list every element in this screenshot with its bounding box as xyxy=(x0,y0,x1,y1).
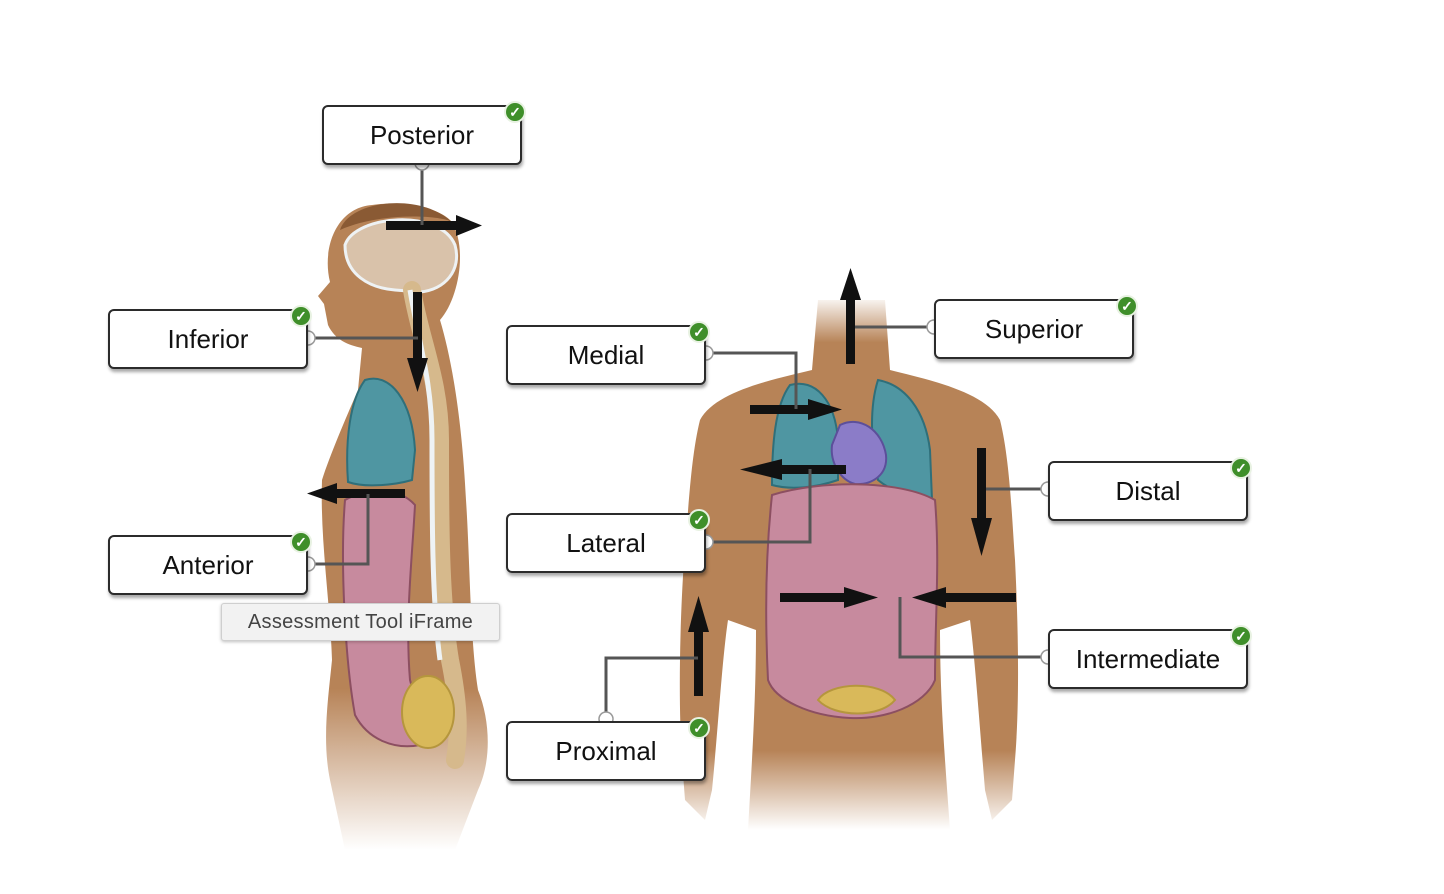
side-bladder xyxy=(401,675,455,749)
label-text: Proximal xyxy=(555,735,657,766)
posterior-arrow-shaft xyxy=(386,221,458,230)
intermediate-left-arrow-shaft xyxy=(780,593,846,602)
label-superior[interactable]: Superior ✓ xyxy=(934,295,1138,359)
check-icon: ✓ xyxy=(688,509,710,531)
check-icon: ✓ xyxy=(688,321,710,343)
lateral-arrowhead xyxy=(740,459,782,480)
proximal-leader xyxy=(604,656,698,719)
proximal-arrow-shaft xyxy=(694,630,703,696)
check-icon: ✓ xyxy=(290,531,312,553)
side-hair xyxy=(340,203,452,230)
spinal-column xyxy=(403,281,467,769)
intermediate-right-arrow-shaft xyxy=(944,593,1016,602)
distal-arrow-shaft xyxy=(977,448,986,520)
iframe-tooltip: Assessment Tool iFrame xyxy=(221,603,500,641)
side-lung xyxy=(346,377,417,487)
anterior-leader xyxy=(308,494,370,566)
label-text: Distal xyxy=(1115,475,1181,506)
check-icon: ✓ xyxy=(1230,457,1252,479)
label-proximal[interactable]: Proximal ✓ xyxy=(506,717,710,781)
intermediate-leader xyxy=(898,597,1048,659)
label-lateral[interactable]: Lateral ✓ xyxy=(506,509,710,573)
label-anterior[interactable]: Anterior ✓ xyxy=(108,531,312,595)
posterior-arrowhead xyxy=(456,215,482,236)
proximal-arrowhead xyxy=(688,596,709,632)
label-text: Posterior xyxy=(369,119,475,150)
check-icon: ✓ xyxy=(504,101,526,123)
front-bladder xyxy=(816,684,897,715)
intermediate-left-arrowhead xyxy=(844,587,878,608)
inferior-arrowhead xyxy=(407,358,428,392)
label-text: Anterior xyxy=(162,549,254,580)
label-inferior[interactable]: Inferior ✓ xyxy=(108,305,312,369)
label-posterior[interactable]: Posterior ✓ xyxy=(322,101,526,165)
medial-arrow-shaft xyxy=(750,405,810,414)
superior-arrowhead xyxy=(840,268,861,300)
label-text: Lateral xyxy=(566,527,646,558)
check-icon: ✓ xyxy=(1230,625,1252,647)
side-view-figure xyxy=(318,203,488,850)
inferior-arrow-shaft xyxy=(413,292,422,360)
label-intermediate[interactable]: Intermediate ✓ xyxy=(1048,625,1252,689)
label-text: Inferior xyxy=(167,323,249,354)
check-icon: ✓ xyxy=(688,717,710,739)
superior-arrow-shaft xyxy=(846,298,855,364)
medial-arrowhead xyxy=(808,399,842,420)
medial-leader xyxy=(706,351,798,409)
lateral-arrow-shaft xyxy=(780,465,846,474)
label-text: Superior xyxy=(984,313,1084,344)
direction-arrows xyxy=(307,215,1016,696)
lateral-leader xyxy=(706,469,812,544)
anterior-arrow-shaft xyxy=(335,489,405,498)
front-view-figure xyxy=(679,300,1019,830)
distal-arrowhead xyxy=(971,518,992,556)
check-icon: ✓ xyxy=(1116,295,1138,317)
leader-lines xyxy=(308,163,1048,719)
anterior-arrowhead xyxy=(307,483,337,504)
label-medial[interactable]: Medial ✓ xyxy=(506,321,710,385)
check-icon: ✓ xyxy=(290,305,312,327)
label-text: Intermediate xyxy=(1075,643,1221,674)
label-distal[interactable]: Distal ✓ xyxy=(1048,457,1252,521)
intermediate-right-arrowhead xyxy=(912,587,946,608)
label-text: Medial xyxy=(567,339,645,370)
